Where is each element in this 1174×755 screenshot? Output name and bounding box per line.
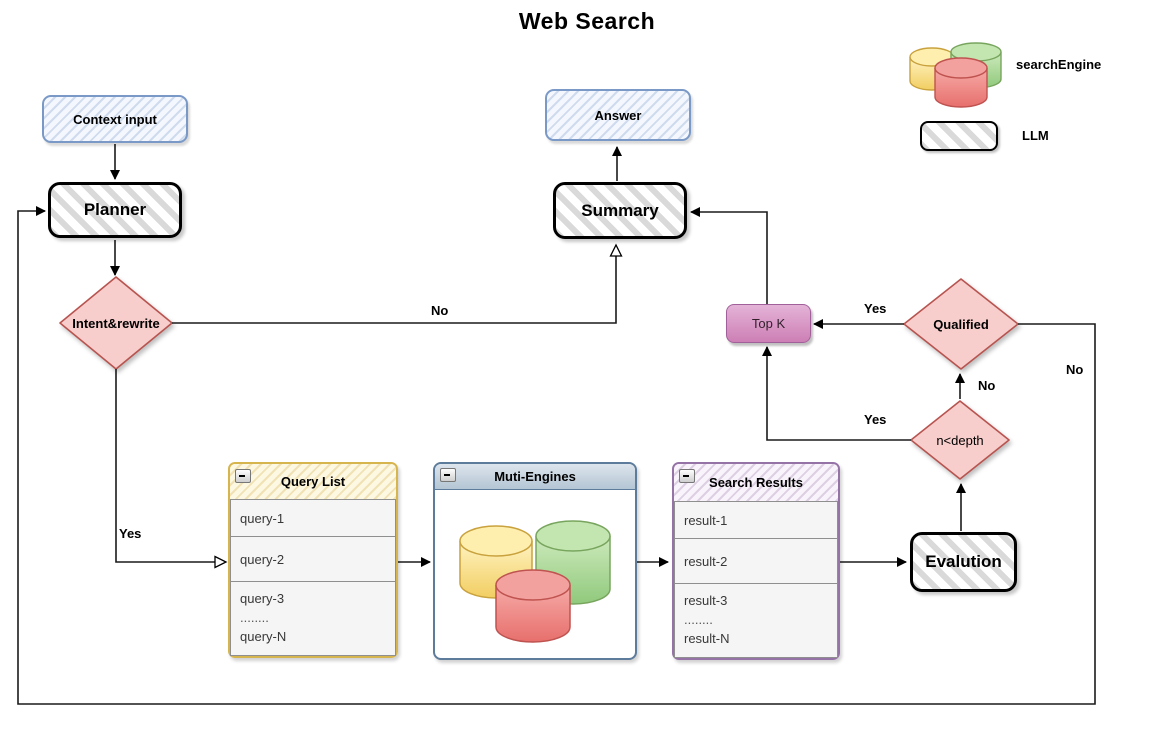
search-engine-red-icon bbox=[495, 569, 571, 643]
top-k-label: Top K bbox=[751, 316, 786, 331]
intent-rewrite-label: Intent&rewrite bbox=[72, 316, 160, 331]
qualified-label: Qualified bbox=[933, 317, 989, 332]
search-results-header: Search Results bbox=[674, 464, 838, 501]
legend-search-engine-label: searchEngine bbox=[1016, 57, 1102, 72]
list-item-line: query-N bbox=[240, 629, 287, 644]
list-item: query-2 bbox=[231, 536, 395, 581]
edge-label-no-intent: No bbox=[429, 303, 451, 318]
list-item-ellipsis: ........ bbox=[684, 612, 713, 627]
collapse-icon[interactable] bbox=[235, 469, 251, 483]
diagram-title: Web Search bbox=[518, 8, 656, 34]
evalution-node: Evalution bbox=[910, 532, 1017, 592]
query-list-rows: query-1 query-2 query-3 ........ query-N bbox=[230, 499, 396, 656]
edge-ndepth-yes-to-topk bbox=[762, 346, 911, 441]
search-results-title: Search Results bbox=[709, 475, 803, 490]
n-depth-label: n<depth bbox=[936, 433, 984, 448]
context-input-node: Context input bbox=[42, 95, 188, 143]
search-results-rows: result-1 result-2 result-3 ........ resu… bbox=[674, 501, 838, 658]
muti-engines-header: Muti-Engines bbox=[435, 464, 635, 490]
edge-label-yes-qualified: Yes bbox=[862, 301, 889, 316]
list-item-line: result-3 bbox=[684, 593, 728, 608]
summary-label: Summary bbox=[581, 200, 659, 220]
list-item: query-1 bbox=[240, 510, 285, 526]
query-list-title: Query List bbox=[280, 474, 346, 489]
answer-label: Answer bbox=[594, 107, 642, 123]
edge-label-no-ndepth: No bbox=[976, 378, 998, 393]
top-k-node: Top K bbox=[726, 304, 811, 343]
collapse-icon[interactable] bbox=[440, 468, 456, 482]
summary-node: Summary bbox=[553, 182, 687, 239]
planner-label: Planner bbox=[83, 200, 147, 219]
query-list-header: Query List bbox=[230, 464, 396, 499]
list-item-ellipsis: ........ bbox=[240, 610, 269, 625]
answer-node: Answer bbox=[545, 89, 691, 141]
engine-cylinders-icon bbox=[459, 520, 611, 643]
context-input-label: Context input bbox=[73, 111, 157, 127]
muti-engines-title: Muti-Engines bbox=[494, 469, 576, 484]
legend-llm-label: LLM bbox=[1022, 128, 1049, 143]
edge-intent-no-to-summary bbox=[172, 246, 616, 324]
collapse-icon[interactable] bbox=[679, 469, 695, 483]
edge-label-yes-intent: Yes bbox=[117, 526, 144, 541]
list-item: query-3 ........ query-N bbox=[231, 581, 395, 651]
list-item: result-3 ........ result-N bbox=[675, 583, 837, 653]
list-item: result-1 bbox=[684, 512, 728, 528]
list-item: result-2 bbox=[675, 538, 837, 583]
list-item-line: query-3 bbox=[240, 591, 285, 606]
edge-label-no-qualified: No bbox=[1064, 362, 1086, 377]
evalution-label: Evalution bbox=[925, 552, 1002, 571]
list-item-line: result-N bbox=[684, 631, 730, 646]
query-list: Query List query-1 query-2 query-3 .....… bbox=[228, 462, 398, 658]
planner-node: Planner bbox=[48, 182, 182, 238]
muti-engines-panel: Muti-Engines bbox=[433, 462, 637, 660]
search-results-list: Search Results result-1 result-2 result-… bbox=[672, 462, 840, 660]
edge-label-yes-ndepth: Yes bbox=[862, 412, 889, 427]
search-engine-legend-icon bbox=[909, 42, 1002, 108]
legend-llm-icon bbox=[920, 121, 998, 151]
edge-topk-to-summary bbox=[690, 207, 768, 304]
legend-red-cylinder-icon bbox=[934, 57, 988, 108]
